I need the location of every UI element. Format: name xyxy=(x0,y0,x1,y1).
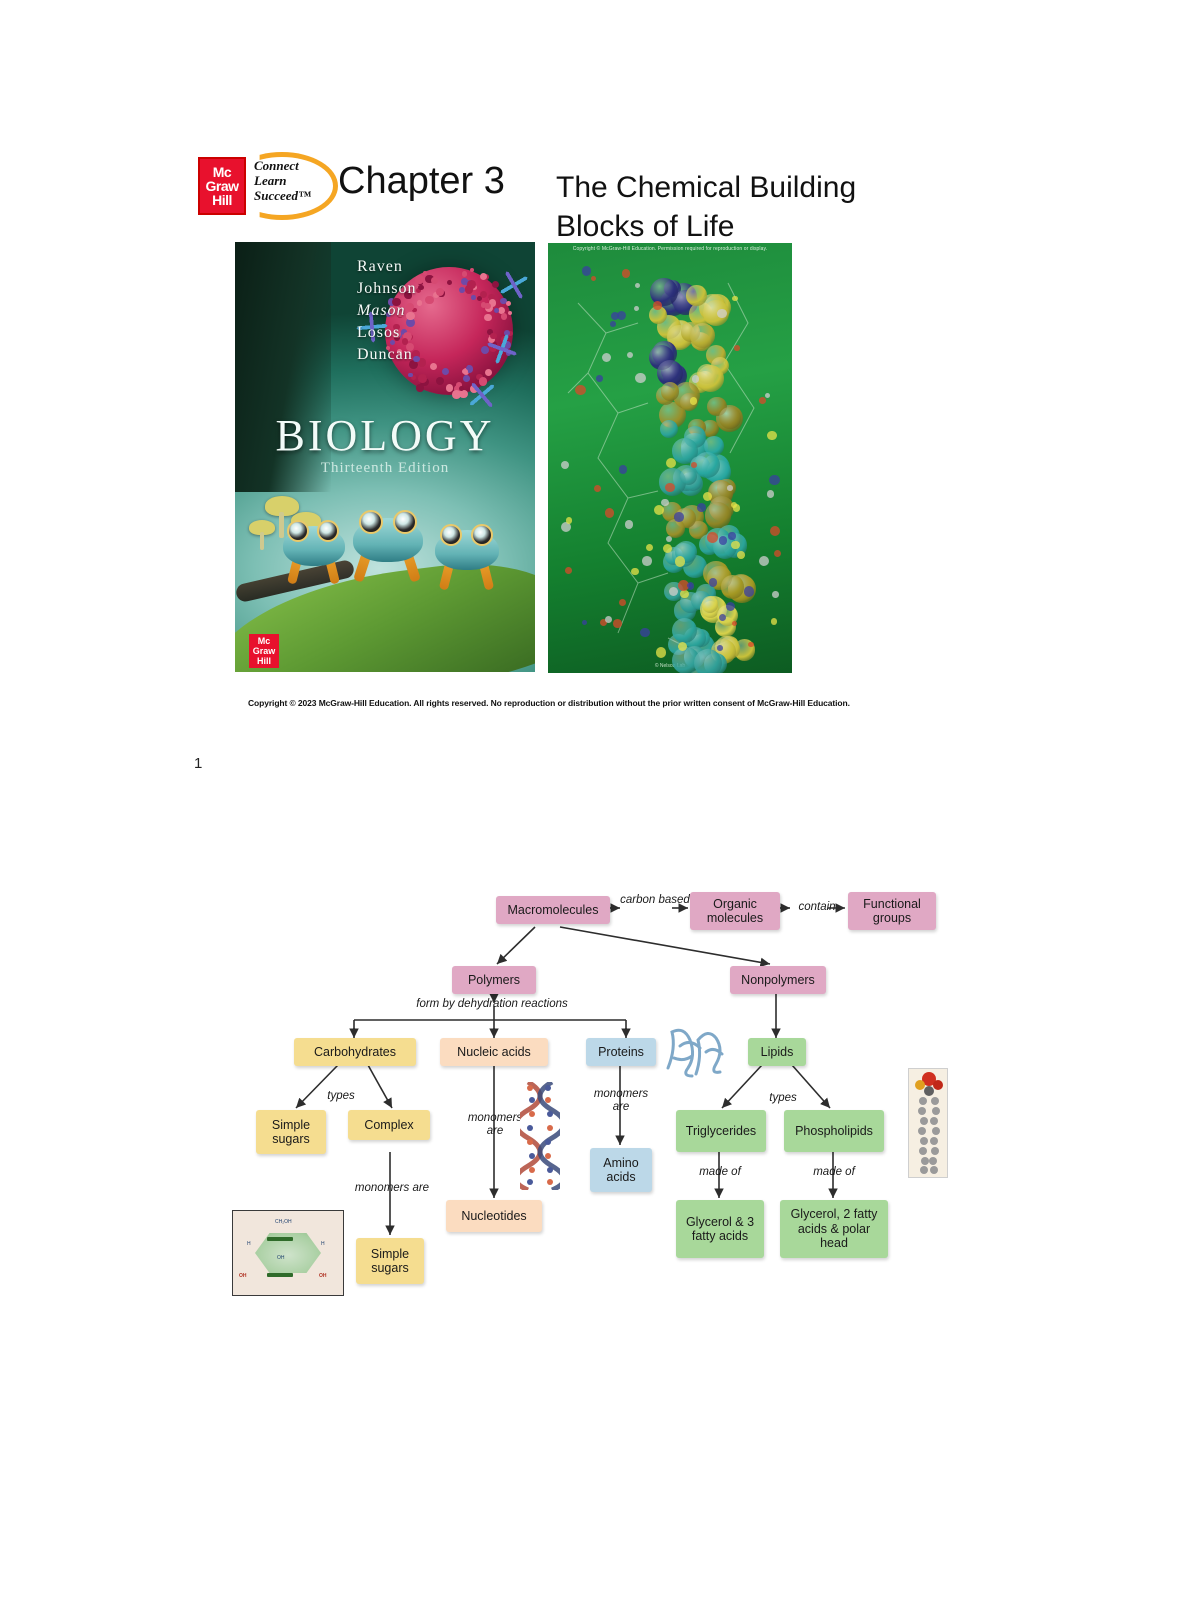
node-label: Nucleic acids xyxy=(457,1045,531,1060)
node-amino-acids[interactable]: Amino acids xyxy=(590,1148,652,1192)
node-proteins[interactable]: Proteins xyxy=(586,1038,656,1066)
node-organic-molecules[interactable]: Organic molecules xyxy=(690,892,780,930)
page-title: The Chemical Building Blocks of Life xyxy=(556,168,916,246)
node-simple-sugars-2[interactable]: Simple sugars xyxy=(356,1238,424,1284)
logo-line-3: Hill xyxy=(212,193,232,207)
node-nucleic-acids[interactable]: Nucleic acids xyxy=(440,1038,548,1066)
edge-label-monomers-protein: monomers are xyxy=(586,1088,656,1114)
logo-tagline: Connect Learn Succeed™ xyxy=(254,158,340,203)
author-1: Raven xyxy=(357,256,416,278)
edge-label-monomers-carb: monomers are xyxy=(344,1182,440,1195)
author-4: Losos xyxy=(357,322,416,344)
cover-author-list: Raven Johnson Mason Losos Duncan xyxy=(357,256,416,366)
node-simple-sugars-1[interactable]: Simple sugars xyxy=(256,1110,326,1154)
edge-label-made-of-phos: made of xyxy=(800,1166,868,1179)
cover-edition: Thirteenth Edition xyxy=(235,460,535,477)
node-label: Organic molecules xyxy=(695,897,775,926)
node-polymers[interactable]: Polymers xyxy=(452,966,536,994)
node-label: Nucleotides xyxy=(461,1209,526,1224)
node-label: Glycerol & 3 fatty acids xyxy=(681,1215,759,1244)
edge-label-carbon-based: carbon based xyxy=(620,894,690,907)
node-carbohydrates[interactable]: Carbohydrates xyxy=(294,1038,416,1066)
edge-label-types-lipid: types xyxy=(758,1092,808,1105)
leaf-illustration xyxy=(235,549,535,672)
edge-label-made-of-tri: made of xyxy=(686,1166,754,1179)
node-nucleotides[interactable]: Nucleotides xyxy=(446,1200,542,1232)
image-credit-caption: © Nelson Lab xyxy=(548,663,792,669)
node-lipids[interactable]: Lipids xyxy=(748,1038,806,1066)
node-label: Triglycerides xyxy=(686,1124,756,1139)
node-functional-groups[interactable]: Functional groups xyxy=(848,892,936,930)
author-5: Duncan xyxy=(357,344,416,366)
concept-map-diagram: Macromolecules carbon based Organic mole… xyxy=(0,840,1200,1300)
node-label: Simple sugars xyxy=(361,1247,419,1276)
node-label: Complex xyxy=(364,1118,413,1133)
node-glycerol-3-fatty-acids[interactable]: Glycerol & 3 fatty acids xyxy=(676,1200,764,1258)
page-number-1: 1 xyxy=(194,755,202,772)
node-phospholipids[interactable]: Phospholipids xyxy=(784,1110,884,1152)
copyright-notice: Copyright © 2023 McGraw-Hill Education. … xyxy=(248,698,948,708)
antibody-icon-1 xyxy=(501,272,528,299)
antibody-icon-4 xyxy=(470,383,494,407)
node-triglycerides[interactable]: Triglycerides xyxy=(676,1110,766,1152)
node-label: Phospholipids xyxy=(795,1124,873,1139)
node-label: Polymers xyxy=(468,973,520,988)
node-label: Lipids xyxy=(761,1045,794,1060)
cover-title: BIOLOGY xyxy=(235,410,535,461)
logo-line-2: Graw xyxy=(205,179,238,193)
node-label: Carbohydrates xyxy=(314,1045,396,1060)
tagline-line-2: Learn xyxy=(254,173,340,188)
tagline-line-3: Succeed™ xyxy=(254,188,340,203)
author-3: Mason xyxy=(357,300,416,322)
node-label: Functional groups xyxy=(853,897,931,926)
node-label: Macromolecules xyxy=(507,903,598,918)
tagline-line-1: Connect xyxy=(254,158,340,173)
logo-wordmark: Mc Graw Hill xyxy=(198,157,246,215)
node-macromolecules[interactable]: Macromolecules xyxy=(496,896,610,924)
node-glycerol-2-fatty-acids-polar-head[interactable]: Glycerol, 2 fatty acids & polar head xyxy=(780,1200,888,1258)
protein-ribbon-image xyxy=(662,1018,734,1082)
author-2: Johnson xyxy=(357,278,416,300)
edge-label-contain: contain xyxy=(788,901,846,914)
glucose-ch2oh-label: CH₂OH xyxy=(275,1219,292,1225)
imprint-line-1: Mc xyxy=(258,636,271,646)
slide-title: Mc Graw Hill Connect Learn Succeed™ Chap… xyxy=(0,0,1200,760)
logo-line-1: Mc xyxy=(213,165,231,179)
slide-concept-map: Macromolecules carbon based Organic mole… xyxy=(0,840,1200,1400)
node-label: Proteins xyxy=(598,1045,644,1060)
image-copyright-caption: Copyright © McGraw-Hill Education. Permi… xyxy=(548,246,792,252)
cover-imprint-logo: Mc Graw Hill xyxy=(249,634,279,668)
imprint-line-3: Hill xyxy=(257,656,271,666)
glucose-structure-image: CH₂OH H H OH OH OH xyxy=(232,1210,344,1296)
textbook-cover-image: Raven Johnson Mason Losos Duncan BIOLOGY… xyxy=(235,242,535,672)
edge-label-types-carb: types xyxy=(316,1090,366,1103)
node-nonpolymers[interactable]: Nonpolymers xyxy=(730,966,826,994)
imprint-line-2: Graw xyxy=(253,646,276,656)
node-label: Amino acids xyxy=(595,1156,647,1185)
chapter-number: Chapter 3 xyxy=(338,160,505,203)
dna-model-image xyxy=(520,1082,560,1190)
phospholipid-model-image xyxy=(908,1068,948,1178)
mcgraw-hill-logo: Mc Graw Hill Connect Learn Succeed™ xyxy=(198,152,338,220)
node-label: Simple sugars xyxy=(261,1118,321,1147)
edge-label-dehydration: form by dehydration reactions xyxy=(392,998,592,1011)
node-label: Nonpolymers xyxy=(741,973,815,988)
node-complex[interactable]: Complex xyxy=(348,1110,430,1140)
node-label: Glycerol, 2 fatty acids & polar head xyxy=(785,1207,883,1251)
molecular-model-image: Copyright © McGraw-Hill Education. Permi… xyxy=(548,243,792,673)
